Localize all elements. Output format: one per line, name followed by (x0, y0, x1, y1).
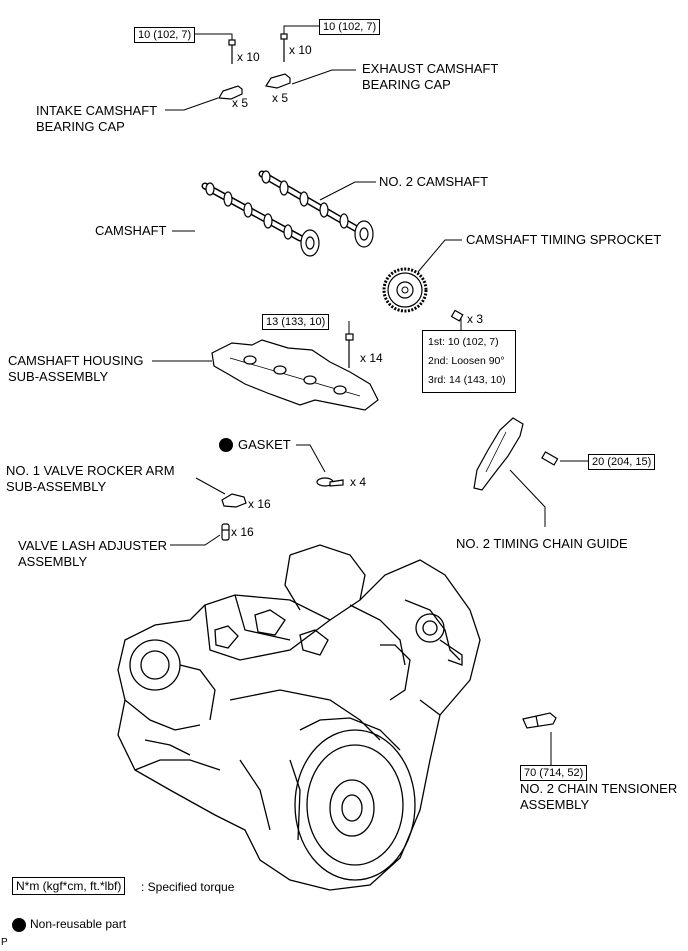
legend-nonreusable-text: Non-reusable part (30, 917, 127, 931)
guide-bolt (541, 451, 559, 466)
corner-mark: P (1, 937, 8, 948)
qty-intake-bolt: x 10 (237, 50, 260, 64)
leader-guide (509, 469, 546, 527)
qty-exhaust-cap: x 5 (272, 91, 289, 105)
label-no2-camshaft: NO. 2 CAMSHAFT (379, 174, 489, 189)
leader-exhaust-cap (291, 69, 356, 85)
label-guide: NO. 2 TIMING CHAIN GUIDE (456, 536, 628, 551)
leader-sprocket (417, 239, 462, 273)
torque-guide-bolt: 20 (204, 15) (588, 454, 656, 470)
sprocket-bolt (450, 309, 464, 322)
qty-exhaust-bolt: x 10 (289, 43, 312, 57)
exhaust-cap-shape (265, 73, 291, 89)
nonreusable-dot-gasket (219, 438, 233, 452)
intake-cap-shape (218, 85, 243, 100)
label-rocker: NO. 1 VALVE ROCKER ARM SUB-ASSEMBLY (6, 463, 175, 494)
qty-housing-bolt: x 14 (360, 351, 383, 365)
torque-exhaust-bolt: 10 (102, 7) (319, 19, 381, 35)
exhaust-bolt-head (280, 33, 288, 40)
label-sprocket: CAMSHAFT TIMING SPROCKET (466, 232, 662, 247)
label-exhaust-cap: EXHAUST CAMSHAFT BEARING CAP (362, 61, 499, 92)
torque-intake-bolt: 10 (102, 7) (134, 27, 196, 43)
qty-lash: x 16 (231, 525, 254, 539)
qty-sprocket-bolt: x 3 (467, 312, 484, 326)
label-lash: VALVE LASH ADJUSTER ASSEMBLY (18, 538, 168, 569)
leader-lash (170, 534, 221, 546)
leader-exhaust-bolt (283, 25, 319, 34)
label-camshaft: CAMSHAFT (95, 223, 167, 238)
leader-no2-camshaft (319, 181, 376, 201)
torque-step-3: 3rd: 14 (143, 10) (428, 374, 506, 386)
legend-nonreusable-dot (12, 918, 26, 932)
torque-housing-bolt: 13 (133, 10) (262, 314, 330, 330)
label-gasket: GASKET (238, 437, 291, 452)
label-tensioner: NO. 2 CHAIN TENSIONER ASSEMBLY (520, 781, 678, 812)
qty-rocker: x 16 (248, 497, 271, 511)
leader-intake-bolt (190, 33, 233, 40)
chain-guide-shape (473, 417, 524, 491)
lash-shape (221, 523, 230, 541)
leader-gasket (296, 444, 326, 473)
legend-torque-text: : Specified torque (141, 880, 235, 894)
leader-rocker (195, 477, 226, 495)
intake-bolt-head (228, 39, 236, 46)
tensioner-shape (522, 712, 557, 729)
qty-gasket: x 4 (350, 475, 367, 489)
rocker-shape (221, 493, 247, 508)
housing-bolt-head (345, 333, 354, 341)
torque-step-2: 2nd: Loosen 90° (428, 355, 505, 367)
qty-intake-cap: x 5 (232, 96, 249, 110)
engine-block (117, 544, 481, 891)
torque-tensioner: 70 (714, 52) (520, 765, 588, 781)
torque-step-1: 1st: 10 (102, 7) (428, 336, 499, 348)
torque-sprocket-steps: 1st: 10 (102, 7) 2nd: Loosen 90° 3rd: 14… (422, 330, 516, 393)
label-intake-cap: INTAKE CAMSHAFT BEARING CAP (36, 103, 158, 134)
housing-body (211, 339, 379, 411)
label-housing: CAMSHAFT HOUSING SUB-ASSEMBLY (8, 353, 144, 384)
legend-torque-box: N*m (kgf*cm, ft.*lbf) (12, 877, 126, 895)
leader-intake-cap (165, 97, 219, 111)
